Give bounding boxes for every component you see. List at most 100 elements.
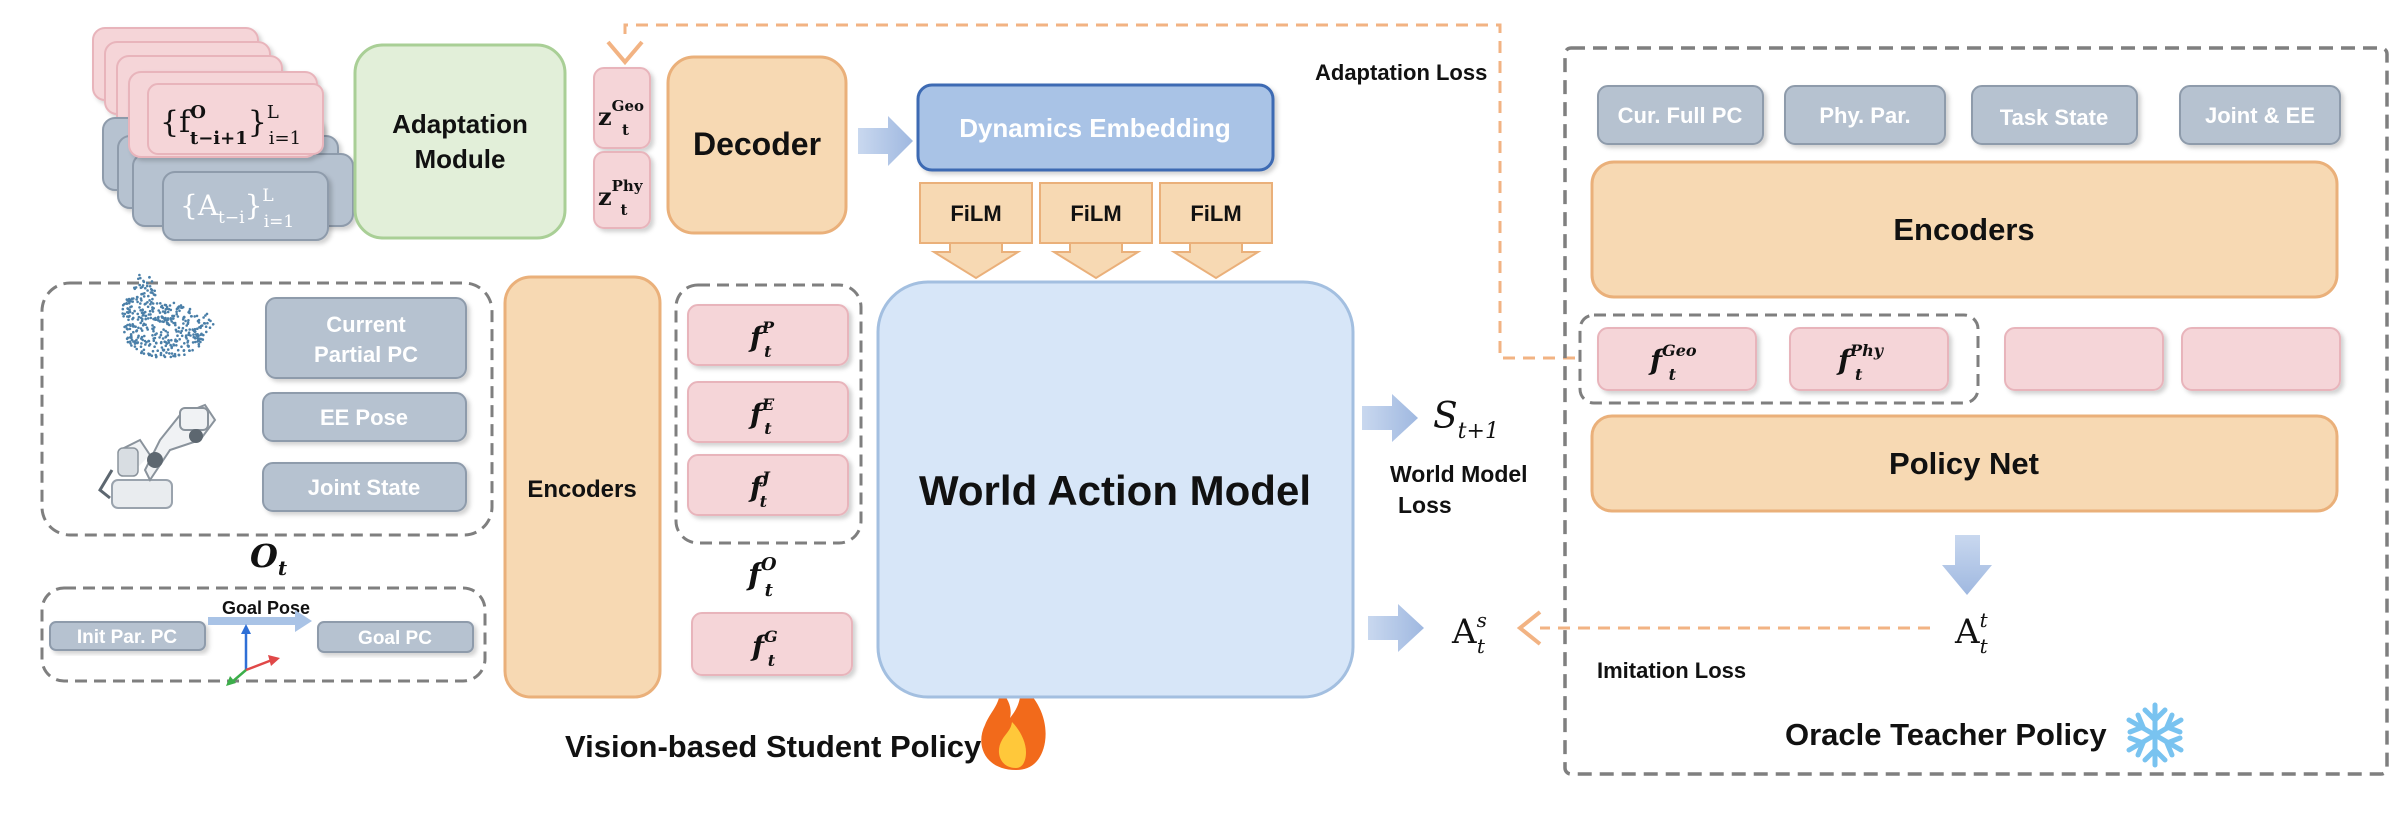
bunny-point: [142, 279, 145, 283]
goal-group: [40, 586, 487, 683]
bunny-point: [132, 297, 135, 300]
bunny-point: [162, 354, 166, 357]
student-title: Vision-based Student Policy: [565, 729, 982, 764]
current-partial-pc-label: Current: [326, 312, 406, 337]
bunny-point: [151, 310, 155, 313]
bunny-point: [195, 314, 199, 318]
joint-ee-box: [2179, 85, 2341, 145]
bunny-point: [187, 344, 190, 348]
bunny-point: [159, 302, 162, 305]
cur-full-pc-box: [1597, 85, 1764, 145]
f-p-box: [687, 304, 849, 366]
z-phy-box: [593, 151, 651, 229]
bunny-point: [170, 352, 174, 355]
bunny-point: [190, 315, 193, 318]
bunny-point: [153, 336, 157, 340]
bunny-point: [174, 328, 178, 332]
bunny-point: [148, 275, 151, 279]
bunny-point: [183, 342, 186, 345]
bunny-point: [148, 343, 152, 346]
phy-par-box: [1784, 85, 1946, 145]
bunny-point: [149, 316, 153, 320]
bunny-point: [129, 324, 132, 328]
bunny-point: [153, 318, 156, 321]
bunny-point: [155, 332, 158, 335]
bunny-point: [165, 305, 169, 309]
policy-net-label: Policy Net: [1889, 446, 2039, 481]
bunny-point: [196, 337, 200, 340]
film-3: [1159, 182, 1273, 280]
bunny-point: [181, 318, 185, 321]
cur-full-pc-label: Cur. Full PC: [1618, 103, 1743, 128]
bunny-point: [166, 334, 170, 337]
bunny-point: [200, 337, 203, 341]
bunny-point: [176, 315, 180, 318]
teacher-title: Oracle Teacher Policy: [1785, 717, 2107, 752]
bunny-point: [166, 322, 170, 325]
f-phy-box: [1789, 327, 1949, 391]
bunny-point: [187, 331, 191, 335]
bunny-point: [177, 305, 181, 308]
bunny-point: [141, 308, 144, 312]
joint-state-box: [262, 462, 467, 512]
adaptation-module-label: Adaptation: [392, 109, 528, 139]
bunny-point: [172, 301, 176, 305]
bunny-point: [155, 355, 158, 358]
bunny-point: [157, 315, 160, 319]
adaptation-module-label-2: Module: [415, 144, 506, 174]
bunny-point: [139, 316, 143, 320]
bunny-point: [153, 293, 157, 297]
fire-icon: [981, 684, 1046, 770]
bunny-point: [135, 347, 138, 351]
bunny-point: [158, 311, 162, 314]
bunny-point: [144, 286, 147, 290]
bunny-point: [159, 353, 163, 357]
bunny-point: [167, 341, 171, 344]
teacher-encoders-label: Encoders: [1893, 212, 2034, 247]
bunny-point: [166, 317, 170, 320]
bunny-point: [193, 330, 197, 334]
arrow-policy-to-action: [1942, 535, 1992, 595]
world-model-loss-label: World Model: [1390, 461, 1528, 487]
bunny-point: [184, 319, 187, 323]
bunny-point: [197, 334, 200, 338]
bunny-point: [140, 311, 144, 315]
bunny-point: [160, 346, 164, 349]
bunny-point: [180, 345, 183, 349]
bunny-point: [146, 281, 149, 285]
bunny-point: [176, 348, 180, 352]
bunny-point: [139, 321, 142, 325]
bunny-point: [179, 304, 183, 307]
bunny-point: [182, 349, 186, 353]
bunny-point: [133, 286, 136, 290]
arrow-decoder-to-dynamics: [858, 116, 913, 166]
bunny-pointcloud-icon: [121, 273, 215, 359]
goal-pose-arrow: [208, 610, 312, 632]
bunny-point: [193, 315, 196, 318]
bunny-point: [206, 321, 209, 325]
bunny-point: [191, 341, 195, 344]
bunny-point: [171, 314, 174, 318]
bunny-point: [151, 349, 155, 353]
bunny-point: [169, 317, 173, 320]
bunny-point: [138, 283, 141, 287]
film-1: [919, 182, 1033, 280]
bunny-point: [164, 335, 168, 339]
dynamics-embedding-box: [916, 83, 1275, 172]
bunny-point: [177, 353, 181, 357]
bunny-point: [146, 289, 149, 292]
bunny-point: [164, 344, 168, 348]
obs-label: Ot: [250, 537, 288, 580]
bunny-point: [146, 301, 149, 304]
bunny-point: [137, 315, 141, 319]
bunny-point: [169, 343, 172, 347]
bunny-point: [140, 351, 143, 355]
bunny-point: [205, 312, 209, 316]
bunny-point: [139, 309, 142, 312]
goal-pc-box: [317, 621, 474, 653]
bunny-point: [142, 348, 146, 352]
